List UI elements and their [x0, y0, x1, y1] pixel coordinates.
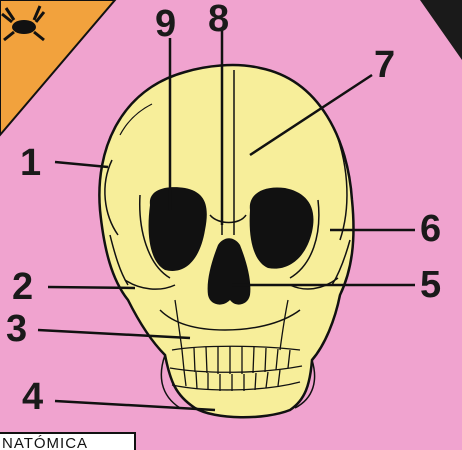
label-8: 8	[208, 0, 229, 38]
corner-panel	[0, 0, 115, 135]
label-1: 1	[20, 144, 41, 182]
footer-caption: NATÓMICA	[0, 432, 136, 450]
label-6: 6	[420, 210, 441, 248]
label-3: 3	[6, 310, 27, 348]
label-2: 2	[12, 268, 33, 306]
label-9: 9	[155, 5, 176, 43]
label-5: 5	[420, 266, 441, 304]
label-4: 4	[22, 378, 43, 416]
label-7: 7	[374, 46, 395, 84]
